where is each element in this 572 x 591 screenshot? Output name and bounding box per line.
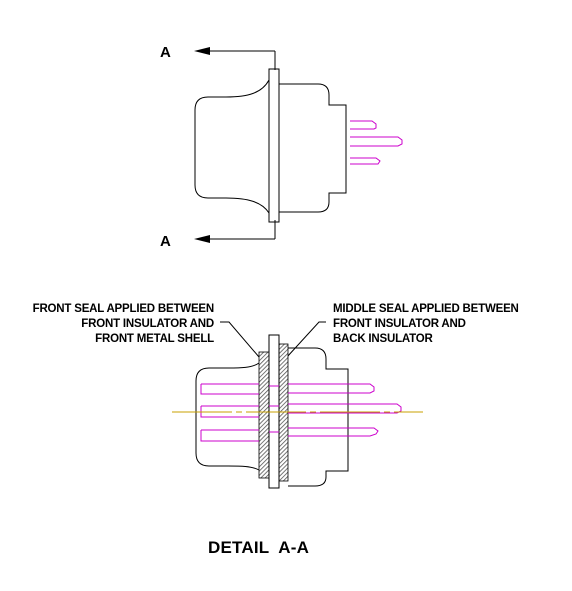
section-front-shell (195, 362, 260, 471)
right-note-line-2: FRONT INSULATOR AND (333, 318, 466, 330)
pin-middle (350, 136, 403, 147)
pin-lower (350, 157, 381, 165)
section-pin-middle (200, 403, 402, 418)
section-pin-lower (200, 427, 379, 442)
right-note-line-3: BACK INSULATOR (333, 333, 434, 345)
left-leader-line (220, 321, 260, 358)
left-note: FRONT SEAL APPLIED BETWEEN FRONT INSULAT… (33, 303, 215, 345)
right-leader-line (286, 321, 326, 358)
left-note-line-3: FRONT METAL SHELL (95, 333, 214, 345)
front-seal (258, 351, 270, 479)
back-shell-outline (279, 83, 347, 213)
detail-title: DETAIL A-A (208, 538, 309, 557)
left-note-line-2: FRONT INSULATOR AND (81, 318, 214, 330)
section-letter-bottom: A (160, 233, 171, 250)
section-contact-pins (200, 383, 402, 442)
right-note: MIDDLE SEAL APPLIED BETWEEN FRONT INSULA… (333, 303, 519, 345)
section-arrow-bottom (194, 220, 276, 243)
side-view: A A (160, 44, 403, 250)
section-arrow-top (194, 47, 276, 70)
section-view (172, 334, 423, 489)
right-note-line-1: MIDDLE SEAL APPLIED BETWEEN (333, 303, 519, 315)
section-pin-upper (200, 383, 375, 395)
mounting-flange (268, 68, 280, 223)
contact-pins (350, 120, 403, 165)
section-back-shell (288, 347, 349, 487)
section-letter-top: A (160, 44, 171, 61)
pin-upper (350, 120, 377, 130)
front-shell-outline (194, 79, 270, 214)
left-note-line-1: FRONT SEAL APPLIED BETWEEN (33, 303, 214, 315)
